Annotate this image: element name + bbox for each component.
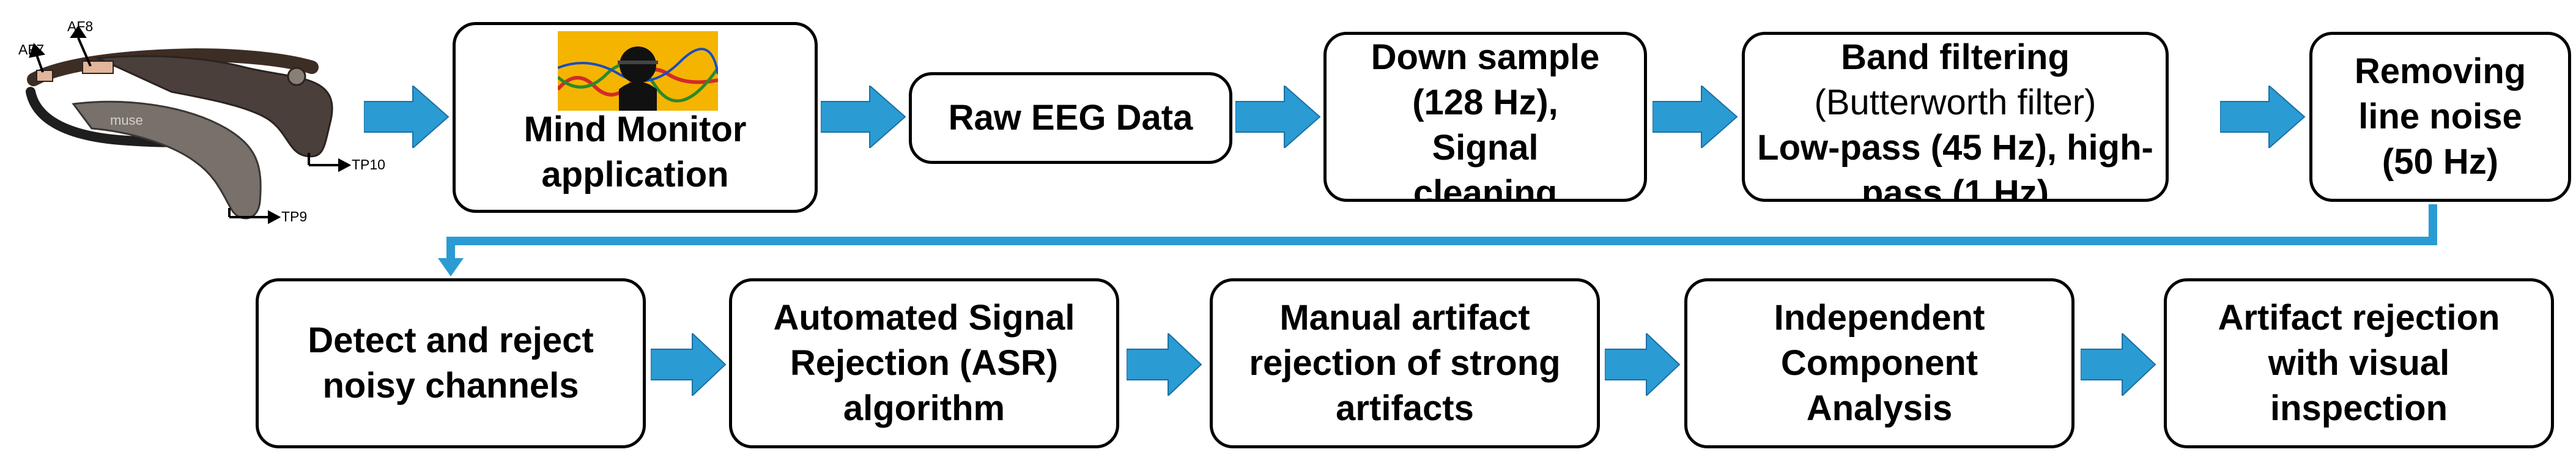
flow-arrow bbox=[1605, 333, 1681, 396]
detect-reject-box: Detect and reject noisy channels bbox=[256, 278, 646, 448]
visual-inspection-line-2: with visual bbox=[2268, 343, 2450, 383]
asr-box: Automated Signal Rejection (ASR) algorit… bbox=[729, 278, 1119, 448]
flow-arrow bbox=[2081, 333, 2156, 396]
down-sample-line-4: cleaning bbox=[1413, 173, 1558, 202]
flow-arrow bbox=[2220, 86, 2306, 148]
detect-reject-line-2: noisy channels bbox=[322, 366, 579, 406]
line-noise-line-2: line noise bbox=[2358, 97, 2522, 136]
electrode-label-tp9: TP9 bbox=[281, 209, 308, 224]
line-noise-box: Removing line noise (50 Hz) bbox=[2309, 32, 2571, 202]
manual-artifact-line-2: rejection of strong bbox=[1249, 343, 1561, 383]
electrode-label-af7: AF7 bbox=[18, 42, 45, 57]
down-sample-line-1: Down sample bbox=[1371, 37, 1600, 77]
band-filtering-box: Band filtering (Butterworth filter) Low-… bbox=[1742, 32, 2169, 202]
visual-inspection-line-1: Artifact rejection bbox=[2218, 298, 2500, 338]
flow-arrow bbox=[364, 86, 450, 148]
band-filtering-line-1: Low-pass (45 Hz), high- bbox=[1757, 128, 2153, 168]
flow-arrow bbox=[651, 333, 727, 396]
band-filtering-subtitle: (Butterworth filter) bbox=[1814, 83, 2097, 122]
mind-monitor-line-1: Mind Monitor bbox=[524, 109, 747, 149]
down-sample-line-2: (128 Hz), bbox=[1412, 83, 1558, 122]
line-noise-line-1: Removing bbox=[2354, 51, 2526, 91]
flow-arrow bbox=[1653, 86, 1738, 148]
down-sample-line-3: Signal bbox=[1432, 128, 1539, 168]
ica-line-2: Component bbox=[1780, 343, 1978, 383]
flow-arrow bbox=[821, 86, 906, 148]
visual-inspection-box: Artifact rejection with visual inspectio… bbox=[2164, 278, 2554, 448]
visual-inspection-line-3: inspection bbox=[2270, 388, 2448, 428]
ica-line-1: Independent bbox=[1774, 298, 1985, 338]
mind-monitor-logo-icon bbox=[558, 31, 718, 111]
mind-monitor-line-2: application bbox=[541, 155, 729, 194]
asr-line-1: Automated Signal bbox=[773, 298, 1075, 338]
line-noise-line-3: (50 Hz) bbox=[2382, 142, 2499, 182]
muse-brand-text: muse bbox=[110, 113, 143, 128]
manual-artifact-line-3: artifacts bbox=[1336, 388, 1474, 428]
down-sample-box: Down sample (128 Hz), Signal cleaning bbox=[1323, 32, 1647, 202]
raw-eeg-line-1: Raw EEG Data bbox=[948, 98, 1193, 138]
band-filtering-line-2: pass (1 Hz) bbox=[1861, 173, 2049, 202]
electrode-label-af8: AF8 bbox=[67, 18, 94, 34]
flow-arrow bbox=[1127, 333, 1202, 396]
asr-line-3: algorithm bbox=[843, 388, 1005, 428]
flow-arrow bbox=[1235, 86, 1321, 148]
mind-monitor-box: Mind Monitor application bbox=[453, 22, 818, 213]
asr-line-2: Rejection (ASR) bbox=[790, 343, 1059, 383]
ica-line-3: Analysis bbox=[1806, 388, 1953, 428]
electrode-label-tp10: TP10 bbox=[352, 157, 385, 172]
raw-eeg-box: Raw EEG Data bbox=[909, 72, 1232, 164]
manual-artifact-line-1: Manual artifact bbox=[1279, 298, 1530, 338]
ica-box: Independent Component Analysis bbox=[1684, 278, 2074, 448]
band-filtering-title: Band filtering bbox=[1841, 37, 2070, 77]
muse-headband-illustration: muse bbox=[26, 25, 352, 224]
manual-artifact-box: Manual artifact rejection of strong arti… bbox=[1210, 278, 1600, 448]
detect-reject-line-1: Detect and reject bbox=[308, 320, 594, 360]
